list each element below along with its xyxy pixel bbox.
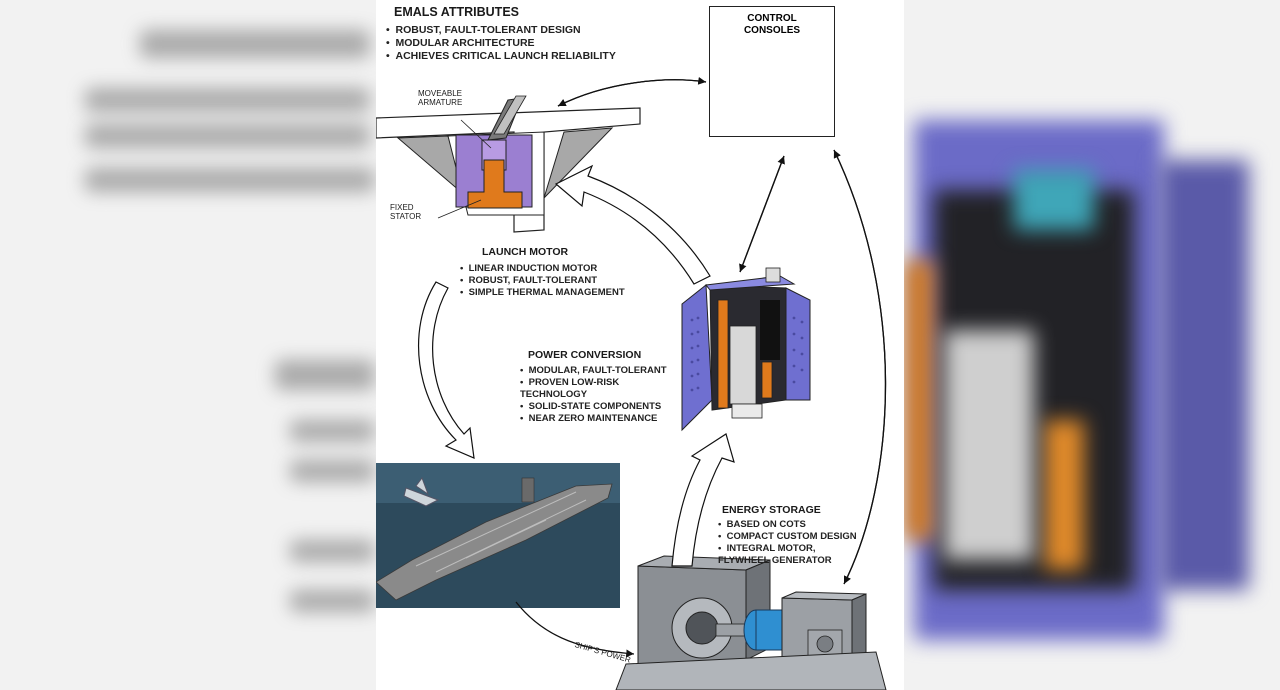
launch-rail-cross-section <box>376 95 641 233</box>
attribute-item: MODULAR ARCHITECTURE <box>386 37 616 50</box>
power-conversion-cabinet <box>681 267 811 432</box>
fixed-stator-label: FIXED STATOR <box>390 203 422 221</box>
control-consoles-box: CONTROL CONSOLES <box>709 6 835 137</box>
attribute-item: ACHIEVES CRITICAL LAUNCH RELIABILITY <box>386 50 616 63</box>
diagram-graphics <box>376 45 887 690</box>
flow-arrows <box>515 76 887 658</box>
aircraft-carrier-photo <box>376 463 620 608</box>
power-conversion-list: MODULAR, FAULT-TOLERANT PROVEN LOW-RISK … <box>520 365 667 424</box>
attribute-item: ROBUST, FAULT-TOLERANT DESIGN <box>386 24 616 37</box>
power-conversion-title: POWER CONVERSION <box>528 349 642 361</box>
emals-diagram: EMALS ATTRIBUTES ROBUST, FAULT-TOLERANT … <box>376 0 904 690</box>
hollow-flow-arrows <box>418 164 735 567</box>
power-conversion-item: NEAR ZERO MAINTENANCE <box>520 413 667 425</box>
launch-motor-item: SIMPLE THERMAL MANAGEMENT <box>460 287 625 299</box>
launch-motor-item: LINEAR INDUCTION MOTOR <box>460 263 625 275</box>
control-consoles-title: CONTROL CONSOLES <box>743 13 801 36</box>
energy-storage-item: BASED ON COTS <box>718 519 857 531</box>
moveable-armature-label: MOVEABLE ARMATURE <box>418 89 463 107</box>
launch-motor-title: LAUNCH MOTOR <box>482 246 569 258</box>
launch-motor-list: LINEAR INDUCTION MOTOR ROBUST, FAULT-TOL… <box>460 263 625 299</box>
attributes-list: ROBUST, FAULT-TOLERANT DESIGN MODULAR AR… <box>386 24 616 63</box>
power-conversion-item: MODULAR, FAULT-TOLERANT <box>520 365 667 377</box>
energy-storage-list: BASED ON COTS COMPACT CUSTOM DESIGN INTE… <box>718 519 857 567</box>
launch-motor-item: ROBUST, FAULT-TOLERANT <box>460 275 625 287</box>
energy-storage-machine <box>615 555 887 690</box>
energy-storage-title: ENERGY STORAGE <box>722 504 821 516</box>
power-conversion-item: SOLID-STATE COMPONENTS <box>520 401 667 413</box>
energy-storage-item: COMPACT CUSTOM DESIGN <box>718 531 857 543</box>
energy-storage-item: INTEGRAL MOTOR, FLYWHEEL GENERATOR <box>718 543 857 567</box>
attributes-title: EMALS ATTRIBUTES <box>394 5 519 19</box>
power-conversion-item: PROVEN LOW-RISK TECHNOLOGY <box>520 377 667 401</box>
blurred-background-right <box>904 0 1280 690</box>
blurred-background-left <box>0 0 376 690</box>
